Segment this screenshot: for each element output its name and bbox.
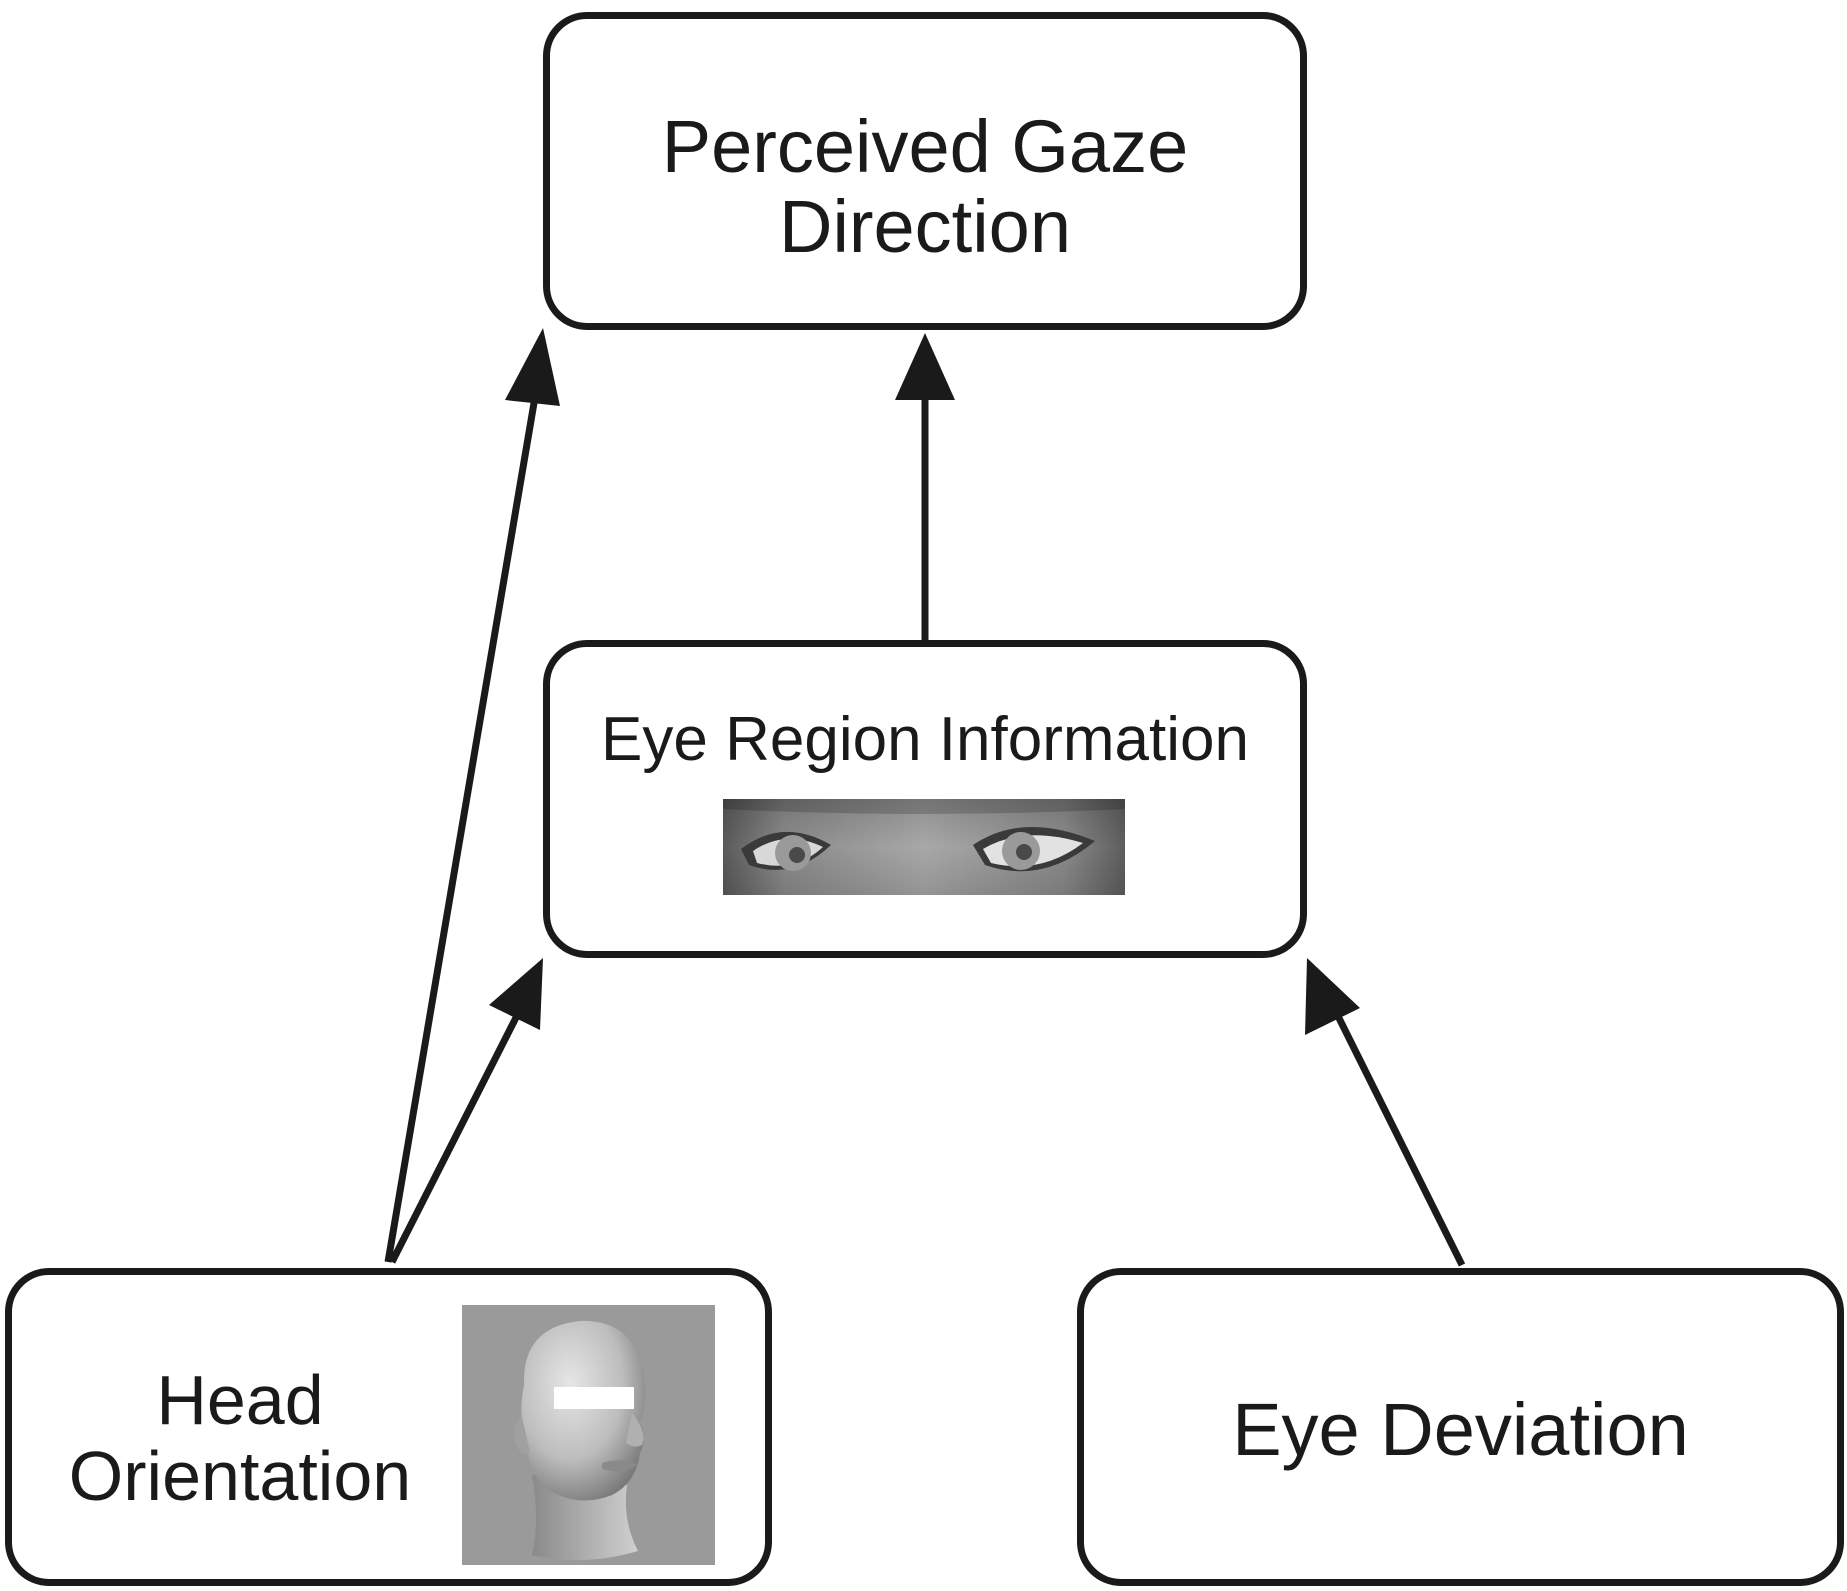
eye-deviation-box: Eye Deviation <box>1077 1268 1844 1586</box>
perceived-gaze-direction-label: Perceived Gaze Direction <box>661 105 1189 268</box>
arrow-head-to-gaze <box>384 349 547 1263</box>
arrowhead-deviation-to-eye-region <box>1305 958 1360 1035</box>
perceived-gaze-direction-box: Perceived Gaze Direction <box>543 12 1307 330</box>
eye-deviation-label: Eye Deviation <box>1232 1388 1689 1471</box>
rotated-head-model <box>462 1305 715 1565</box>
arrowhead-eye-region-to-gaze <box>895 333 955 400</box>
eye-region-photo <box>723 799 1125 895</box>
arrowhead-head-to-gaze <box>505 328 560 406</box>
head-orientation-label: Head Orientation <box>68 1361 412 1515</box>
eye-region-information-box: Eye Region Information <box>543 640 1307 958</box>
arrow-head-to-eye-region <box>388 988 534 1264</box>
head-orientation-box: Head Orientation <box>5 1268 772 1586</box>
eye-region-information-label: Eye Region Information <box>601 705 1249 774</box>
arrowhead-head-to-eye-region <box>489 958 543 1030</box>
arrow-deviation-to-eye-region <box>1326 998 1466 1267</box>
